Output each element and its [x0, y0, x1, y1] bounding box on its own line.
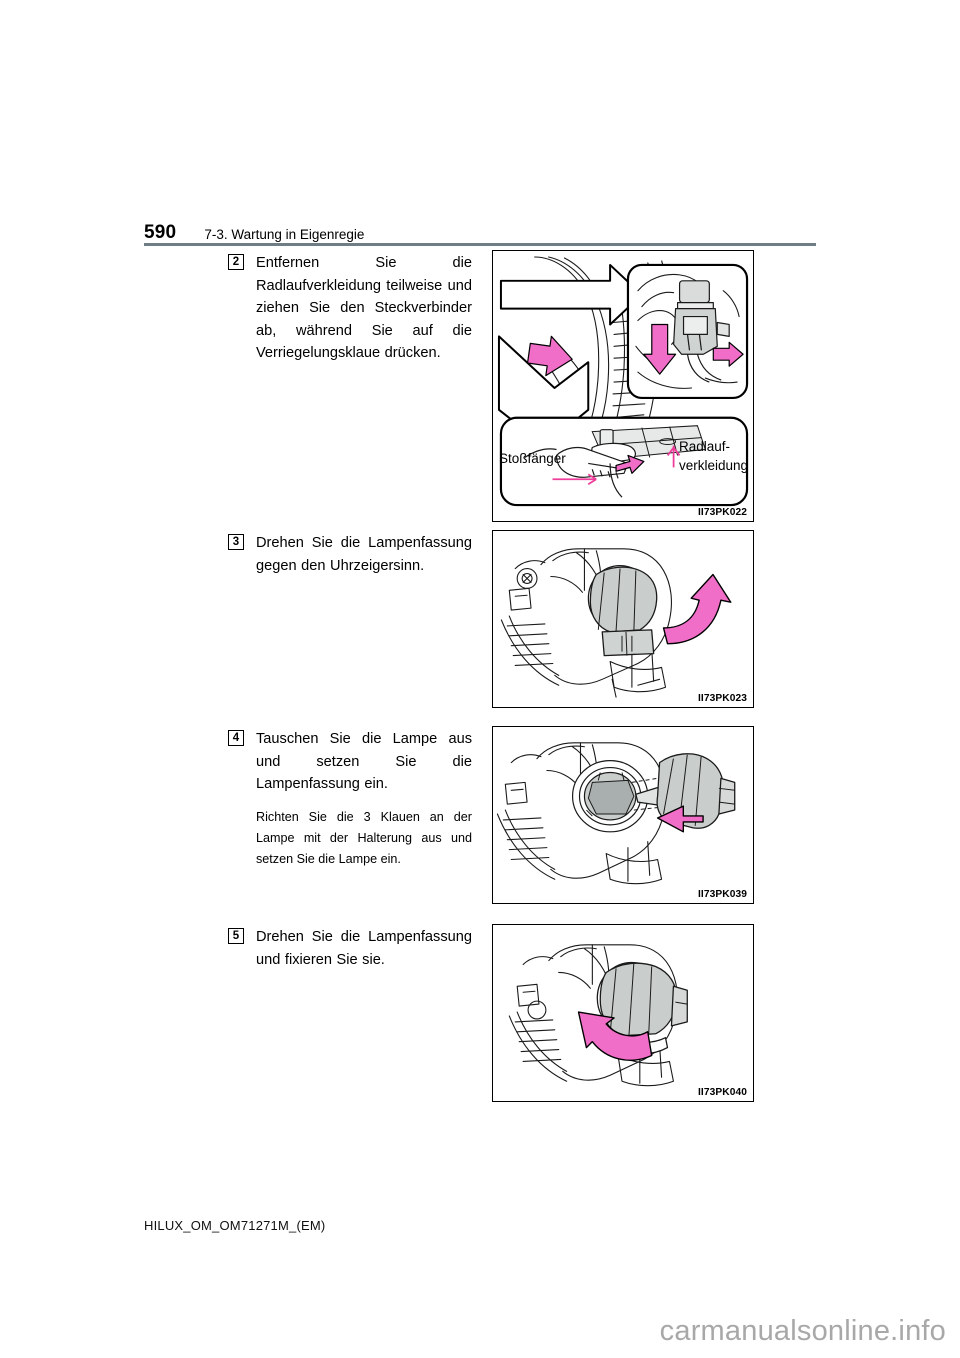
figure-code-1: II73PK022: [697, 507, 747, 518]
page-header: 590 7-3. Wartung in Eigenregie: [144, 208, 816, 242]
callout-pointer-upper: [499, 263, 643, 326]
section-title: 7-3. Wartung in Eigenregie: [204, 226, 365, 242]
step-instruction: Entfernen Sie die Radlaufverkleidung tei…: [256, 255, 472, 361]
label-leaders: [552, 445, 681, 486]
content-area: 2 Entfernen Sie die Radlaufverkleidung t…: [144, 250, 816, 1116]
figure-panel-1: Stoßfänger Radlauf- verkleidung II73PK02…: [492, 250, 754, 522]
step-instruction: Drehen Sie die Lampenfassung und fixiere…: [256, 929, 472, 968]
figure-illustration-1: [497, 256, 749, 507]
figure-panel-3: II73PK039: [492, 726, 754, 904]
step-row-4: 4 Tauschen Sie die Lampe aus und setzen …: [144, 726, 816, 918]
inset-connector: [626, 263, 749, 399]
figure-panel-4: II73PK040: [492, 924, 754, 1102]
step-instruction: Tauschen Sie die Lampe aus und setzen Si…: [256, 731, 472, 792]
figure-code-4: II73PK040: [697, 1087, 747, 1098]
step-number-4: 4: [228, 730, 244, 746]
figure-code-3: II73PK039: [697, 889, 747, 900]
step-row-5: 5 Drehen Sie die Lampenfassung und fixie…: [144, 924, 816, 1116]
figure-panel-2: II73PK023: [492, 530, 754, 708]
step-text-5: Drehen Sie die Lampenfassung und fixiere…: [228, 926, 472, 971]
document-code: HILUX_OM_OM71271M_(EM): [144, 1218, 326, 1233]
figure-code-2: II73PK023: [697, 693, 747, 704]
step-row-3: 3 Drehen Sie die Lampenfassung gegen den…: [144, 530, 816, 720]
header-divider: [144, 243, 816, 246]
rotation-arrow: [577, 1011, 653, 1061]
insert-arrow: [656, 805, 704, 833]
step-text-3: Drehen Sie die Lampenfassung gegen den U…: [228, 532, 472, 577]
figure-illustration-3: [496, 742, 736, 885]
rotation-arrow: [662, 573, 732, 645]
step-text-2: Entfernen Sie die Radlaufverkleidung tei…: [228, 252, 472, 365]
figure-label-bumper: Stoßfänger: [499, 451, 566, 466]
step-row-2: 2 Entfernen Sie die Radlaufverkleidung t…: [144, 250, 816, 524]
step-subnote: Richten Sie die 3 Klauen an der Lampe mi…: [256, 809, 472, 866]
step-instruction: Drehen Sie die Lampenfassung gegen den U…: [256, 535, 472, 574]
figure-illustration-2: [500, 548, 732, 698]
watermark: carmanualsonline.info: [659, 1315, 946, 1347]
step-number-2: 2: [228, 254, 244, 270]
figure-label-fender-liner-line2: verkleidung: [679, 458, 749, 473]
page-number: 590: [144, 222, 177, 243]
step-number-5: 5: [228, 928, 244, 944]
step-number-3: 3: [228, 534, 244, 550]
direction-arrows: [526, 323, 744, 474]
figure-illustration-4: [508, 944, 688, 1087]
figure-label-fender-liner-line1: Radlauf-: [679, 439, 731, 454]
step-text-4: Tauschen Sie die Lampe aus und setzen Si…: [228, 728, 472, 870]
